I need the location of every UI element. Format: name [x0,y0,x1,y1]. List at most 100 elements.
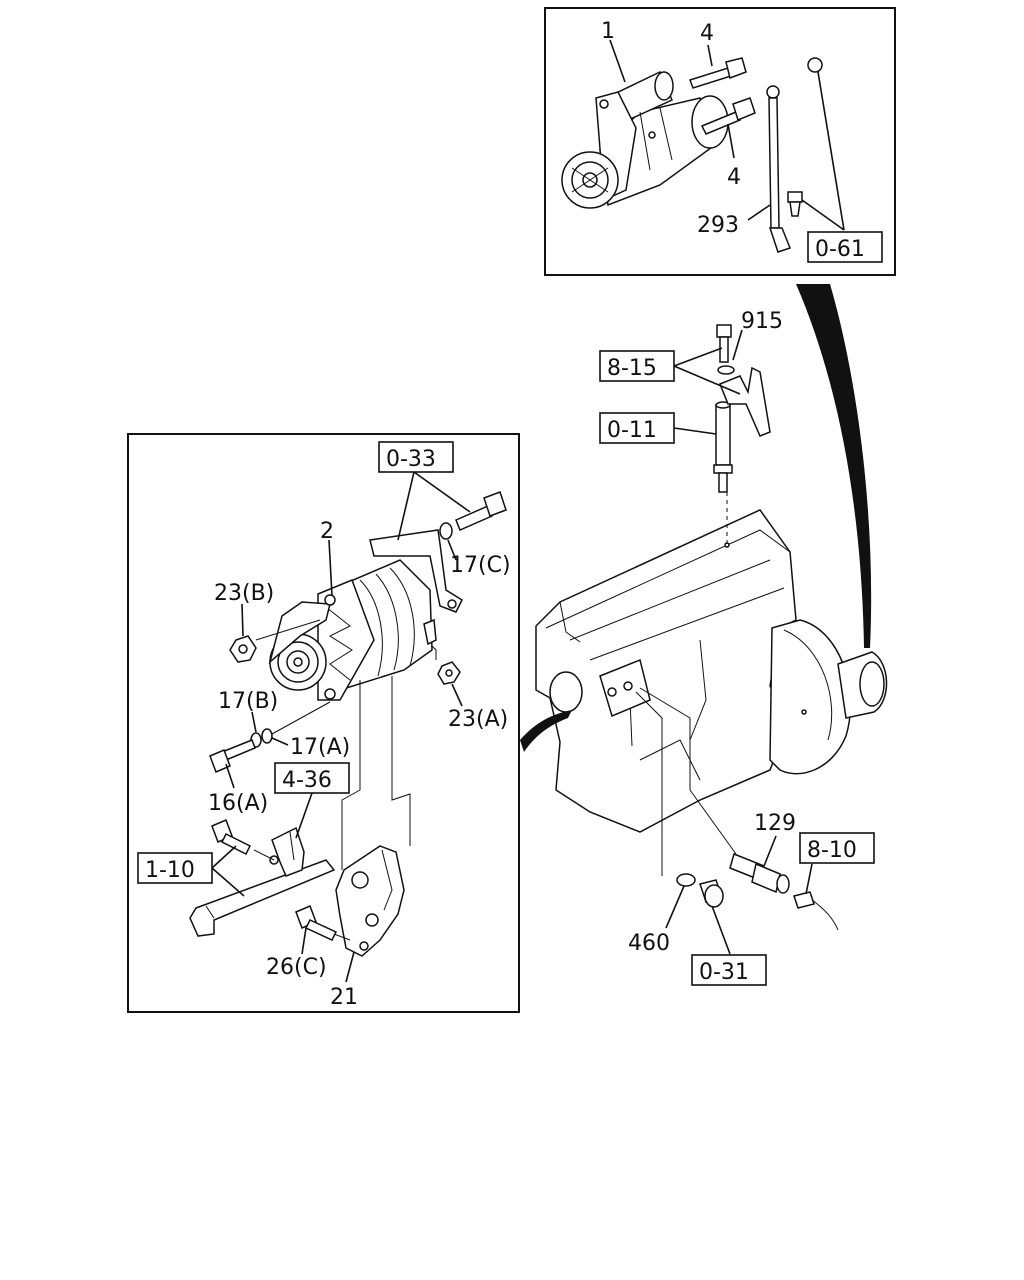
leader-129 [763,835,777,867]
leader-8-15-b [673,365,741,395]
adjusting-bracket[interactable] [369,529,463,613]
plug-centerline [635,691,663,876]
callout-17c: 17(C) [450,553,511,578]
bracket-8-15[interactable] [719,366,771,437]
leader-0-11 [673,427,717,435]
leader-4-top [707,44,713,67]
ref-0-31-label: 0-31 [699,960,749,985]
leader-26c [301,927,307,955]
alternator-mount-arrow [520,710,572,752]
ref-0-33[interactable]: 0-33 [378,441,454,473]
callout-129: 129 [754,811,796,836]
starter-inset-frame [544,7,896,276]
leader-0-33-a [397,471,415,541]
leader-4-mid [727,123,735,159]
callout-460: 460 [628,931,670,956]
leader-17c [447,539,457,561]
nut-23b[interactable] [229,635,257,663]
leader-21 [345,951,355,983]
callout-23a: 23(A) [448,707,508,732]
ref-4-36-label: 4-36 [282,768,332,793]
callout-4-mid: 4 [727,165,741,190]
callout-17a: 17(A) [290,735,350,760]
bolt-upper-bracket[interactable] [211,819,252,856]
sensor-centerline [639,687,737,855]
oring-460[interactable] [676,873,696,887]
alternator[interactable] [268,559,437,701]
center-21-b [391,676,411,846]
plug-0-31[interactable] [699,879,724,908]
leader-17a [271,737,289,746]
leader-1-10-b [211,845,237,869]
callout-1: 1 [601,19,615,44]
callout-26c: 26(C) [266,955,327,980]
ref-0-31[interactable]: 0-31 [691,954,767,986]
ref-0-61[interactable]: 0-61 [807,231,883,263]
alternator-inset: 2 0-33 17(C) 23(B) 17(B) 17(A) 23(A) 4-3… [127,433,520,1013]
ref-8-10[interactable]: 8-10 [799,832,875,864]
leader-8-10 [805,863,813,895]
callout-16a: 16(A) [208,791,268,816]
leader-16a [225,763,235,789]
ref-0-33-label: 0-33 [386,447,436,472]
cable-terminal-bolt[interactable] [787,191,803,217]
bracket-21[interactable] [335,845,405,957]
starter-motor[interactable] [561,70,729,209]
callout-21: 21 [330,985,358,1010]
leader-293 [747,204,771,221]
callout-23b: 23(B) [214,581,274,606]
ref-0-61-label: 0-61 [815,237,865,262]
nut-23a[interactable] [437,661,461,685]
ref-0-11[interactable]: 0-11 [599,412,675,444]
callout-915: 915 [741,309,783,334]
leader-0-61-b [801,199,845,231]
engine-block [535,509,888,833]
center-17 [271,701,331,735]
leader-8-15-a [673,347,723,367]
center-23b [255,619,321,641]
connector-8-10[interactable] [793,891,839,931]
leader-460 [665,885,685,929]
center-bracket-bolt [253,849,275,861]
leader-0-33-b [413,471,471,513]
leader-1-10-a [211,867,245,897]
starter-cable[interactable] [766,85,791,253]
starter-bolt-top[interactable] [689,57,747,89]
leader-2 [328,539,333,597]
callout-17b: 17(B) [218,689,278,714]
ref-1-10[interactable]: 1-10 [137,852,213,884]
callout-4-top: 4 [700,21,714,46]
plate-4-36[interactable] [271,826,305,877]
center-26c [333,933,351,941]
washer-17a[interactable] [261,728,273,744]
ref-8-15[interactable]: 8-15 [599,350,675,382]
starter-mount-arrow [796,284,872,648]
bolt-915[interactable] [716,324,732,363]
leader-23b [241,603,244,637]
bolt-0-33[interactable] [455,491,507,531]
leader-4-36 [295,792,313,839]
ref-4-36[interactable]: 4-36 [274,762,350,794]
bolt-16a[interactable] [209,739,256,773]
leader-17b [251,711,257,733]
starter-inset: 1 4 4 293 0-61 [544,7,896,276]
cable-nut[interactable] [807,57,823,73]
ref-1-10-label: 1-10 [145,858,195,883]
callout-293: 293 [697,213,739,238]
center-23a [431,645,437,660]
sensor-129[interactable] [729,852,790,894]
washer-8-15[interactable] [717,365,735,375]
washer-17c[interactable] [439,522,453,540]
starter-bolt-mid[interactable] [700,97,756,135]
leader-23a [451,683,463,707]
ref-8-10-label: 8-10 [807,838,857,863]
stud-0-11[interactable] [713,401,733,493]
center-21-a [341,680,361,870]
leader-1 [609,39,626,83]
leader-0-31 [711,905,731,955]
bolt-26c[interactable] [295,905,338,941]
ref-8-15-label: 8-15 [607,356,657,381]
ref-0-11-label: 0-11 [607,418,657,443]
leader-915 [732,329,743,361]
